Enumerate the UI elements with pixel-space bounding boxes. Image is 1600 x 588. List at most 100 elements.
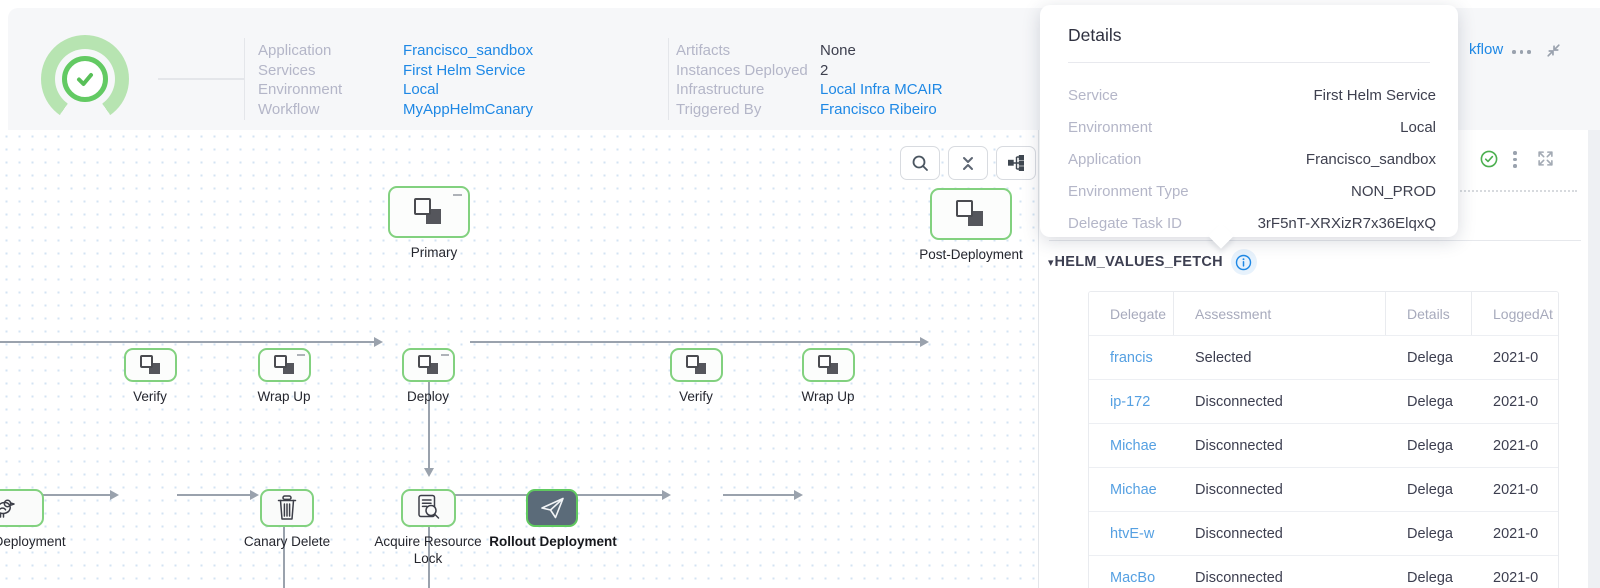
kebab-menu-icon[interactable] [1513, 151, 1517, 168]
infrastructure-link[interactable]: Local Infra MCAIR [820, 81, 943, 98]
logged-at-cell: 2021-0 [1493, 349, 1539, 366]
node-deploy[interactable] [402, 348, 455, 382]
logged-at-cell: 2021-0 [1493, 569, 1539, 586]
field-label: Environment Type [1068, 182, 1189, 200]
arrowhead [920, 336, 929, 347]
success-check-icon [62, 56, 108, 102]
step-section-header[interactable]: ▾ HELM_VALUES_FETCH [1048, 249, 1257, 275]
node-canary-delete[interactable] [260, 489, 314, 527]
node-label: Canary Deployment [0, 534, 66, 549]
instances-deployed-value: 2 [820, 61, 829, 79]
service-link[interactable]: First Helm Service [403, 61, 526, 79]
edge [428, 512, 430, 588]
delegate-task-id-value: 3rF5nT-XRXizR7x36ElqxQ [1257, 214, 1436, 232]
field-label: Environment [258, 81, 343, 98]
node-label: Post-Deployment [919, 247, 1023, 262]
assessment-cell: Selected [1195, 349, 1252, 366]
overlap-squares-icon [139, 355, 162, 375]
environment-type-value: NON_PROD [1350, 182, 1436, 200]
divider [244, 38, 245, 120]
details-cell: Delega [1407, 349, 1453, 366]
field-label: Services [258, 61, 316, 79]
node-acquire-resource-lock[interactable] [401, 489, 456, 527]
arrowhead [794, 489, 803, 500]
node-label: Primary [410, 245, 458, 260]
arrowhead [374, 336, 383, 347]
details-cell: Delega [1407, 437, 1453, 454]
assessment-cell: Disconnected [1195, 437, 1283, 454]
field-label: Service [1068, 86, 1119, 104]
node-label: Wrap Up [257, 389, 311, 404]
table-row: MacBo Disconnected Delega 2021-0 [1089, 556, 1558, 588]
workflow-graph-canvas[interactable]: Primary Post-Deployment Verify Wrap Up [0, 130, 1038, 588]
collapse-node-icon[interactable] [453, 194, 462, 196]
separator [1049, 240, 1581, 241]
overlap-squares-icon [273, 355, 296, 375]
assessment-cell: Disconnected [1195, 393, 1283, 410]
column-header: Delegate [1089, 292, 1174, 335]
node-label: Verify [133, 389, 167, 404]
field-label: Delegate Task ID [1068, 214, 1182, 232]
node-wrap-up-2[interactable] [802, 348, 855, 382]
tree-layout-button[interactable] [996, 146, 1036, 180]
node-wrap-up-1[interactable] [258, 348, 311, 382]
node-primary[interactable] [388, 186, 470, 238]
table-row: htvE-w Disconnected Delega 2021-0 [1089, 512, 1558, 556]
node-canary-deployment[interactable] [0, 489, 44, 527]
zoom-search-button[interactable] [900, 146, 940, 180]
field-label: Workflow [258, 100, 320, 118]
table-row: Michae Disconnected Delega 2021-0 [1089, 468, 1558, 512]
arrowhead [110, 489, 119, 500]
logged-at-cell: 2021-0 [1493, 481, 1539, 498]
environment-link[interactable]: Local [403, 81, 439, 98]
info-icon[interactable] [1230, 249, 1257, 275]
overlap-squares-icon [685, 355, 708, 375]
chevron-down-icon[interactable]: ▾ [1048, 256, 1054, 269]
node-label: Wrap Up [801, 389, 855, 404]
delegate-assessment-table: Delegate Assessment Details LoggedAt fra… [1088, 291, 1559, 588]
artifacts-value: None [820, 42, 856, 59]
delegate-link[interactable]: Michae [1110, 481, 1157, 498]
collapse-panel-icon[interactable] [1545, 42, 1562, 59]
details-cell: Delega [1407, 393, 1453, 410]
execution-details-panel: ▾ HELM_VALUES_FETCH Delegate Assessment … [1038, 130, 1588, 588]
field-label: Triggered By [676, 100, 762, 118]
workflow-link-fragment[interactable]: kflow [1469, 41, 1504, 58]
step-title: HELM_VALUES_FETCH [1054, 254, 1223, 270]
overlap-squares-icon [817, 355, 840, 375]
triggered-by-link[interactable]: Francisco Ribeiro [820, 100, 937, 118]
field-label: Artifacts [676, 42, 731, 59]
canary-bird-icon [0, 499, 15, 518]
workflow-link[interactable]: MyAppHelmCanary [403, 100, 534, 118]
edge [0, 494, 110, 496]
edge [177, 494, 250, 496]
table-row: francis Selected Delega 2021-0 [1089, 336, 1558, 380]
node-verify-1[interactable] [124, 348, 177, 382]
step-status-icon [1480, 150, 1498, 168]
paper-plane-icon [540, 497, 564, 519]
collapse-node-icon[interactable] [441, 354, 449, 356]
delegate-link[interactable]: francis [1110, 349, 1153, 366]
node-rollout-deployment[interactable] [526, 489, 578, 527]
edge [470, 341, 920, 343]
more-menu-icon[interactable] [1512, 50, 1531, 54]
field-label: Instances Deployed [676, 61, 808, 79]
application-link[interactable]: Francisco_sandbox [403, 42, 534, 59]
collapse-node-icon[interactable] [297, 354, 305, 356]
node-verify-2[interactable] [670, 348, 723, 382]
field-label: Environment [1068, 118, 1153, 136]
delegate-link[interactable]: ip-172 [1110, 393, 1151, 410]
collapse-graph-button[interactable] [948, 146, 988, 180]
details-cell: Delega [1407, 569, 1453, 586]
connector-line [158, 78, 244, 80]
expand-icon[interactable] [1537, 150, 1554, 167]
delegate-link[interactable]: htvE-w [1110, 525, 1155, 542]
document-search-icon [418, 494, 440, 519]
delegate-link[interactable]: MacBo [1110, 569, 1156, 586]
service-value: First Helm Service [1313, 86, 1436, 104]
node-post-deployment[interactable] [930, 188, 1012, 240]
node-label: Rollout Deployment [489, 534, 617, 549]
details-cell: Delega [1407, 481, 1453, 498]
delegate-link[interactable]: Michae [1110, 437, 1157, 454]
